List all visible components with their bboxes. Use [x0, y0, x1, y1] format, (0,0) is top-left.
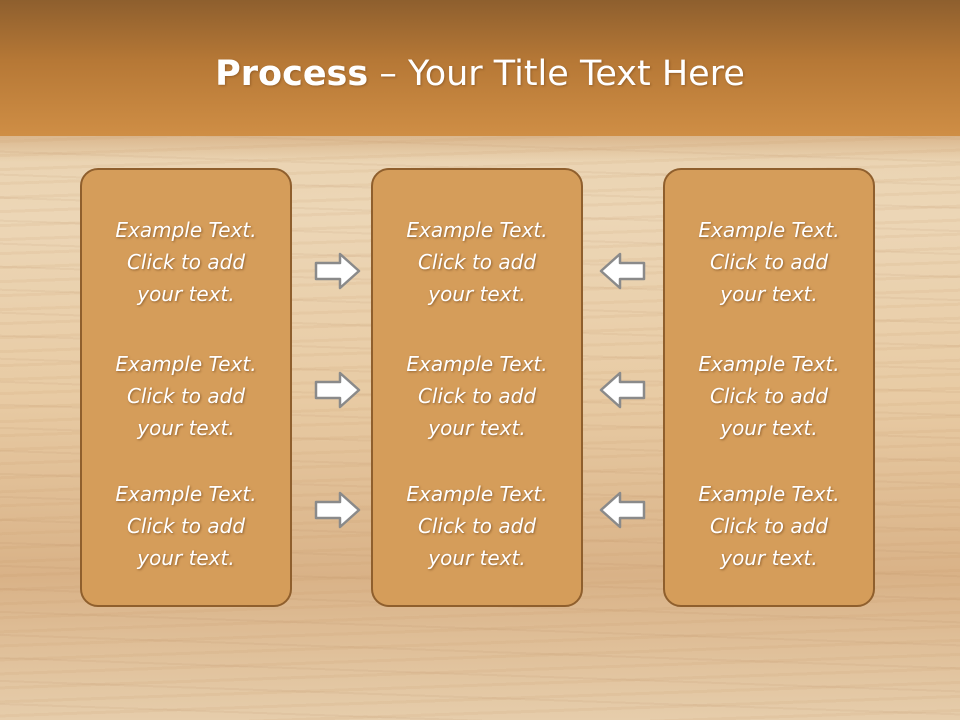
arrow-right-icon: [314, 251, 362, 291]
arrow-right-icon: [314, 490, 362, 530]
card-text-placeholder[interactable]: Example Text. Click to add your text.: [406, 352, 548, 440]
slide-title[interactable]: Process – Your Title Text Here: [0, 52, 960, 96]
process-card-right[interactable]: Example Text. Click to add your text. Ex…: [663, 168, 875, 607]
title-bar-shadow: [0, 136, 960, 162]
card-text-placeholder[interactable]: Example Text. Click to add your text.: [115, 352, 257, 440]
card-text-placeholder[interactable]: Example Text. Click to add your text.: [115, 218, 257, 306]
arrow-right-icon: [314, 370, 362, 410]
process-card-center[interactable]: Example Text. Click to add your text. Ex…: [371, 168, 583, 607]
arrow-left-icon: [598, 251, 646, 291]
slide-title-bold: Process: [215, 54, 369, 94]
title-bar: [0, 0, 960, 136]
card-text-placeholder[interactable]: Example Text. Click to add your text.: [115, 482, 257, 570]
arrow-left-icon: [598, 490, 646, 530]
process-card-left[interactable]: Example Text. Click to add your text. Ex…: [80, 168, 292, 607]
card-text-placeholder[interactable]: Example Text. Click to add your text.: [698, 482, 840, 570]
card-text-placeholder[interactable]: Example Text. Click to add your text.: [698, 352, 840, 440]
card-text-placeholder[interactable]: Example Text. Click to add your text.: [698, 218, 840, 306]
card-text-placeholder[interactable]: Example Text. Click to add your text.: [406, 218, 548, 306]
arrow-left-icon: [598, 370, 646, 410]
slide-title-text: – Your Title Text Here: [368, 54, 745, 94]
card-text-placeholder[interactable]: Example Text. Click to add your text.: [406, 482, 548, 570]
